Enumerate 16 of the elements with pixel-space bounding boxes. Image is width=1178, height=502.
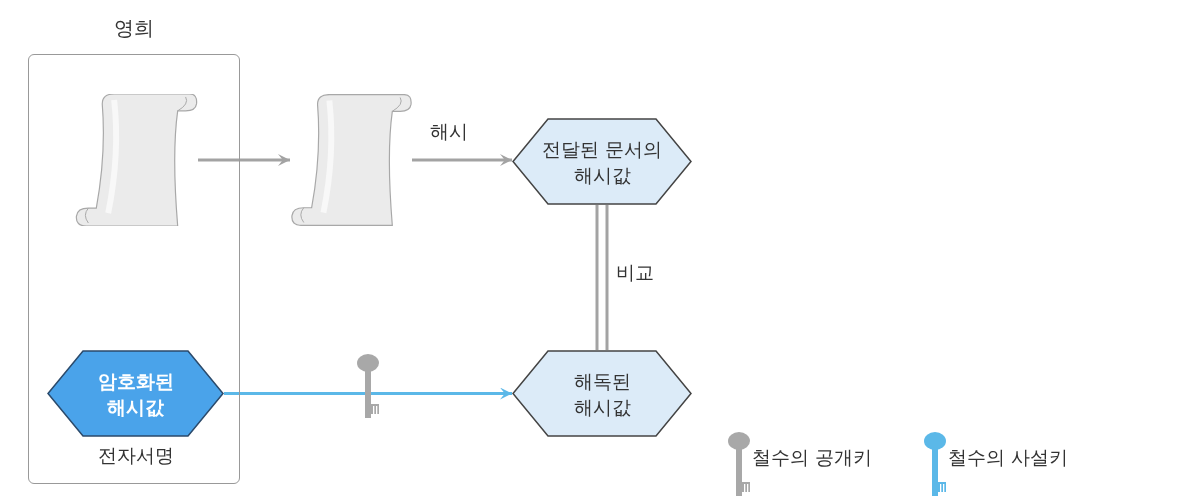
caption-label: 전자서명 <box>96 443 175 467</box>
connector-line <box>595 203 609 352</box>
arrow <box>224 387 512 400</box>
legend-label: 철수의 사설키 <box>948 445 1069 470</box>
hexagon-label: 전달된 문서의 해시값 <box>540 136 663 188</box>
legend-label: 철수의 공개키 <box>752 445 873 470</box>
hexagon-box <box>47 350 224 437</box>
scroll-drawing <box>74 94 198 226</box>
hexagon-label: 암호화된 해시값 <box>96 368 175 420</box>
group-title: 영희 <box>113 15 155 42</box>
arrow <box>412 154 512 166</box>
hexagon-box <box>512 118 692 205</box>
arrow <box>198 154 290 166</box>
scroll-drawing <box>290 94 412 226</box>
hexagon-label: 해독된 해시값 <box>572 368 632 420</box>
hexagon-box <box>512 350 692 437</box>
